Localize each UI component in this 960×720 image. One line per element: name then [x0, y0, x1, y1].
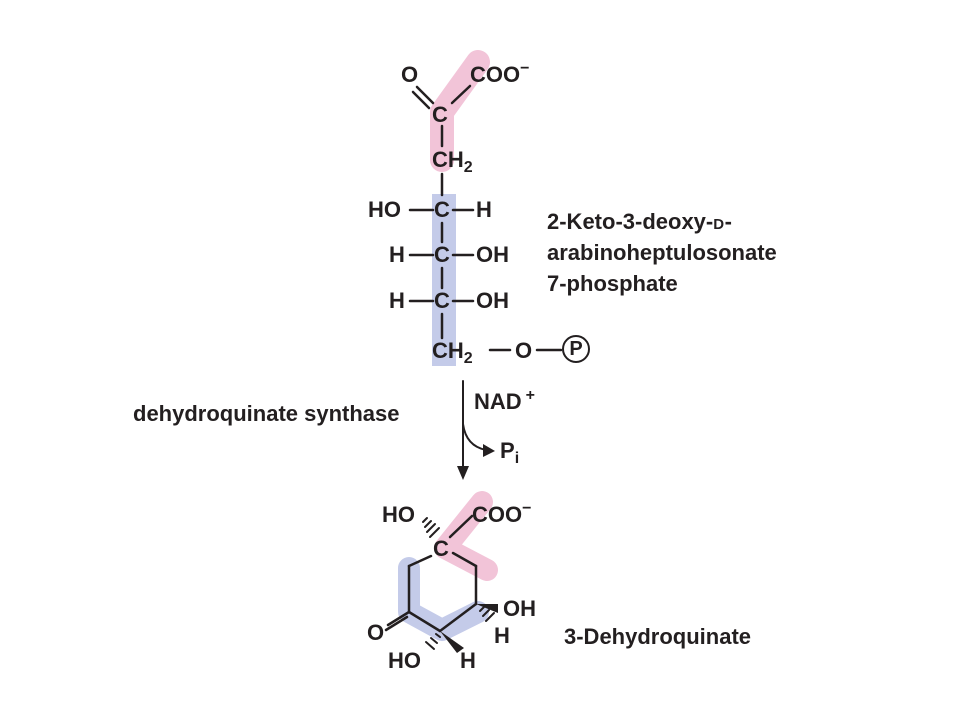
hash-bond-ho-top — [422, 517, 440, 538]
cofactor-label: NAD+ — [474, 387, 535, 416]
atom-oh-ring: OH — [503, 596, 536, 621]
atom-ch2-bottom: CH2 — [432, 338, 473, 368]
compound1-smallcap-d: D — [713, 216, 725, 233]
highlight-blue-bottom — [398, 557, 489, 641]
compound1-prefix: 2-Keto-3-deoxy- — [547, 209, 714, 234]
enzyme-label: dehydroquinate synthase — [133, 401, 400, 426]
compound1-name-line1: 2-Keto-3-deoxy-D- — [547, 210, 732, 237]
atom-ch2: CH2 — [432, 147, 473, 177]
compound1-name-line2: arabinoheptulosonate — [547, 240, 777, 265]
coo-bottom-charge: − — [522, 500, 532, 517]
atom-c-ring: C — [433, 536, 449, 561]
ring-bonds — [384, 514, 478, 633]
pi-subscript: i — [514, 450, 520, 467]
coo-bottom-text: COO — [472, 502, 523, 527]
atom-ho-bottom: HO — [388, 648, 421, 673]
atom-c-row3: C — [434, 288, 450, 313]
atom-c1: C — [432, 102, 448, 127]
ch2-text: CH — [432, 147, 464, 172]
compound1-name-line3: 7-phosphate — [547, 271, 678, 296]
compound1-suffix: - — [724, 209, 732, 234]
atom-o-ketone: O — [367, 620, 385, 645]
reaction-arrow — [462, 380, 487, 473]
atom-oh-row3: OH — [476, 288, 509, 313]
ch2-subscript: 2 — [463, 159, 473, 176]
coo-charge: − — [520, 60, 530, 77]
highlight-blue-top — [432, 194, 456, 366]
atom-o-carbonyl: O — [401, 62, 419, 87]
pi-text: P — [500, 438, 515, 463]
atom-h-ring-right: H — [494, 623, 510, 648]
hash-bond-ho-bottom — [425, 633, 441, 650]
compound2-name: 3-Dehydroquinate — [564, 624, 752, 649]
reaction-arrow-head — [457, 466, 469, 480]
atom-h-row3: H — [389, 288, 405, 313]
atom-h-bottom: H — [460, 648, 476, 673]
branch-arrow-head — [483, 444, 495, 457]
wedge-oh — [476, 604, 498, 613]
atom-c-row1: C — [434, 197, 450, 222]
cofactor-charge: + — [525, 387, 536, 404]
atom-h-row2: H — [389, 242, 405, 267]
phosphate-product-label: Pi — [500, 438, 520, 468]
atom-ho-row1: HO — [368, 197, 401, 222]
atom-coo: COO− — [470, 60, 529, 89]
atom-o-ester: O — [515, 338, 533, 363]
atom-ho-top: HO — [382, 502, 415, 527]
hash-bond-h-right — [479, 606, 495, 622]
ch2-bottom-subscript: 2 — [463, 350, 473, 367]
top-molecule-bonds — [408, 84, 563, 352]
ch2-bottom-text: CH — [432, 338, 464, 363]
wedge-h-bottom — [440, 631, 464, 653]
atom-c-row2: C — [434, 242, 450, 267]
atom-coo-bottom: COO− — [472, 500, 531, 529]
atom-h-row1: H — [476, 197, 492, 222]
atom-oh-row2: OH — [476, 242, 509, 267]
phosphate-symbol: P — [562, 335, 590, 363]
coo-text: COO — [470, 62, 521, 87]
phosphate-circle: P — [562, 335, 590, 363]
cofactor-text: NAD — [474, 389, 522, 414]
